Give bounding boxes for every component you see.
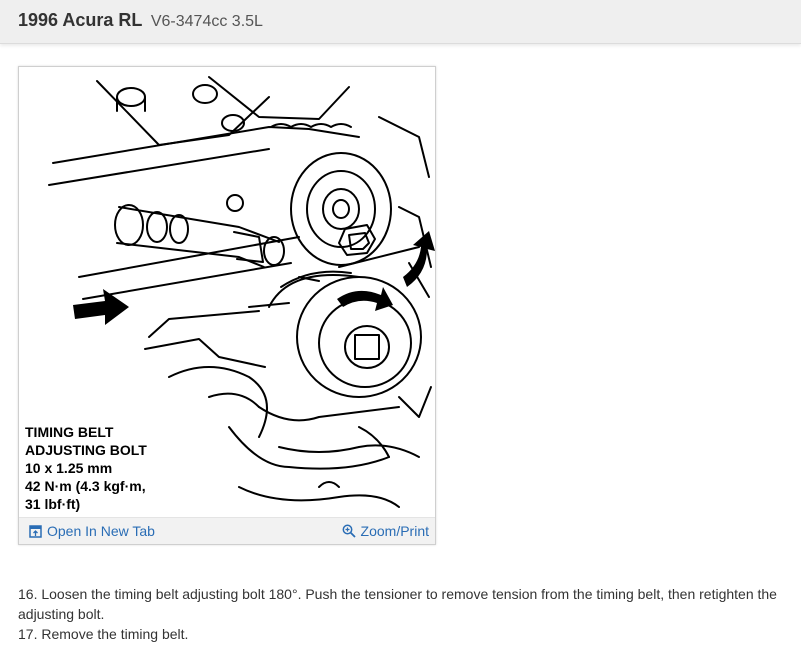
instruction-step: 16. Loosen the timing belt adjusting bol…	[18, 586, 777, 622]
zoom-print-link[interactable]: Zoom/Print	[342, 523, 429, 539]
open-in-new-tab-link[interactable]: Open In New Tab	[29, 523, 155, 539]
instruction-step: 17. Remove the timing belt.	[18, 626, 189, 642]
timing-belt-diagram	[48, 76, 435, 508]
vehicle-title: 1996 Acura RL V6-3474cc 3.5L	[18, 10, 263, 31]
page-header: 1996 Acura RL V6-3474cc 3.5L	[0, 0, 801, 44]
callout-line: TIMING BELT	[25, 424, 114, 440]
diagram-callout: TIMING BELT ADJUSTING BOLT 10 x 1.25 mm …	[25, 423, 147, 513]
figure-toolbar: Open In New Tab Zoom/Print	[19, 517, 435, 544]
rotate-arrow-up-icon	[403, 231, 435, 287]
diagram-figure: TIMING BELT ADJUSTING BOLT 10 x 1.25 mm …	[18, 66, 436, 545]
push-arrow-icon	[73, 289, 129, 325]
zoom-in-icon	[342, 524, 356, 538]
callout-line: 31 lbf·ft)	[25, 496, 81, 512]
instructions: 16. Loosen the timing belt adjusting bol…	[18, 584, 788, 644]
callout-line: 10 x 1.25 mm	[25, 460, 113, 476]
vehicle-model: 1996 Acura RL	[18, 10, 143, 30]
open-in-new-tab-icon	[29, 524, 42, 538]
open-in-new-tab-label: Open In New Tab	[47, 523, 155, 539]
vehicle-engine: V6-3474cc 3.5L	[150, 13, 263, 30]
zoom-print-label: Zoom/Print	[360, 523, 429, 539]
callout-line: 42 N·m (4.3 kgf·m,	[25, 478, 146, 494]
rotate-arrow-icon	[337, 287, 393, 311]
callout-line: ADJUSTING BOLT	[25, 442, 147, 458]
